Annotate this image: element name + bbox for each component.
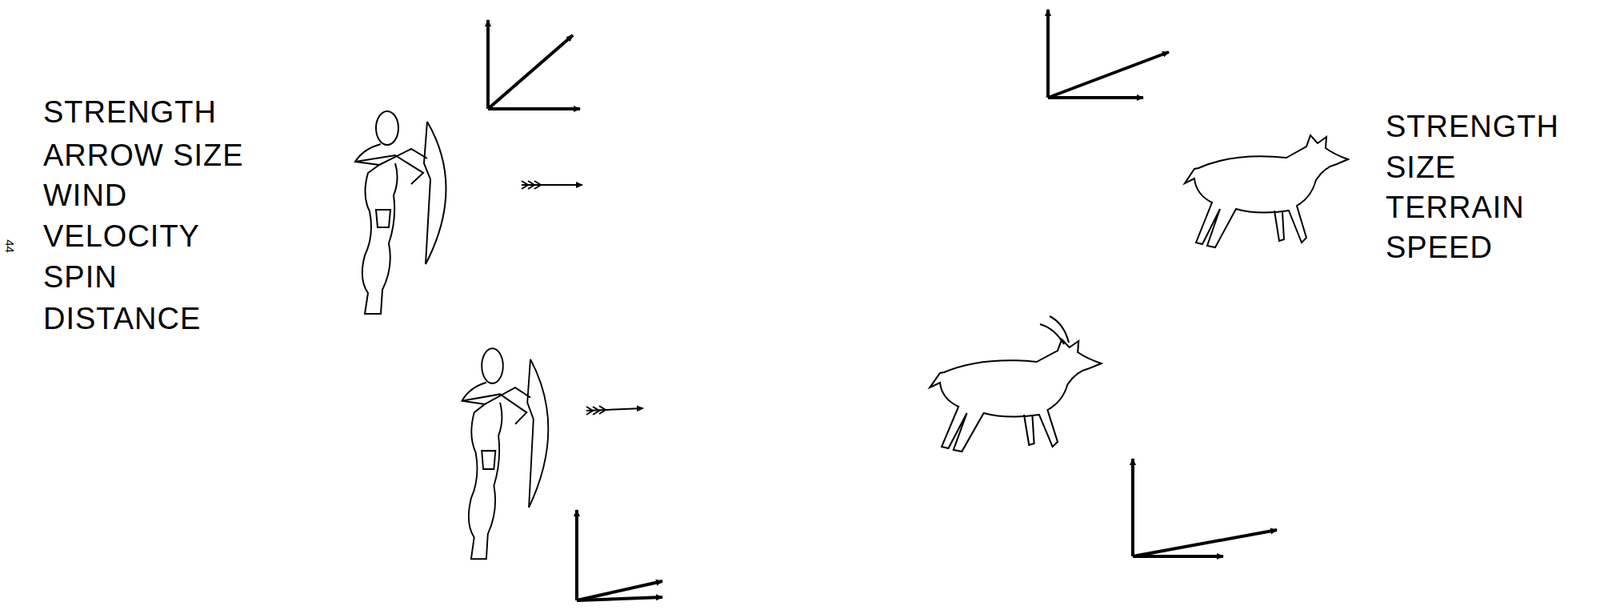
factor-label: SIZE (1385, 152, 1456, 183)
factor-label: STRENGTH (1385, 111, 1560, 142)
factor-label: SPEED (1385, 232, 1493, 263)
page-number: 44 (4, 239, 16, 253)
factor-label: SPIN (43, 261, 118, 292)
factor-label: STRENGTH (43, 96, 217, 128)
factor-label: TERRAIN (1385, 192, 1525, 223)
factor-label: ARROW SIZE (43, 140, 244, 171)
factor-label: DISTANCE (43, 303, 201, 334)
factor-label: VELOCITY (43, 220, 200, 252)
factor-label: WIND (43, 180, 128, 211)
